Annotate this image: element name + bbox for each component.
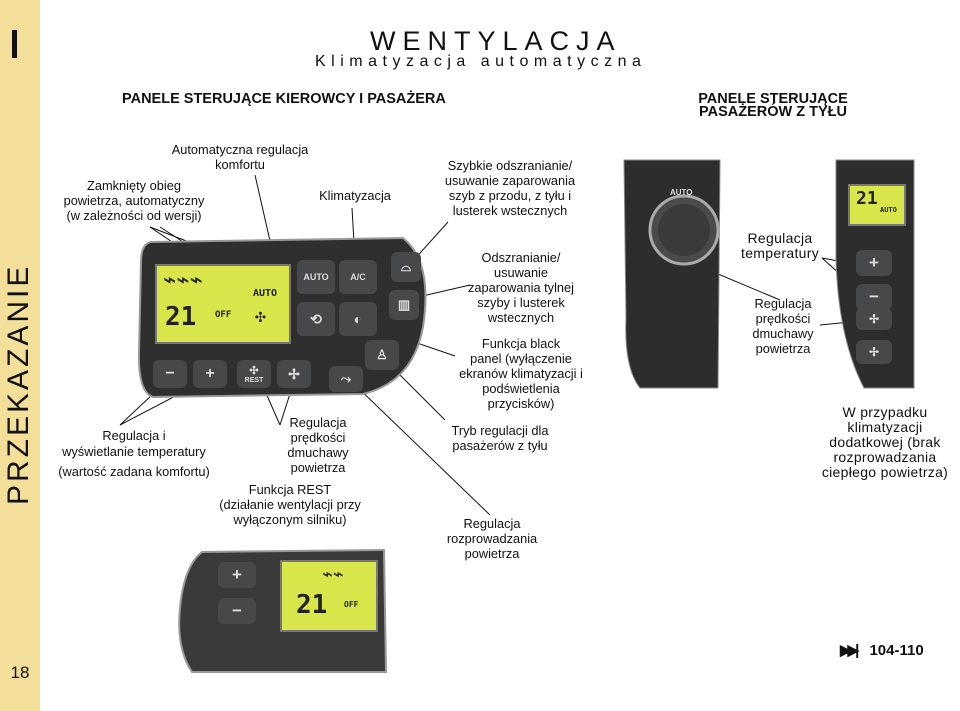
- rear-demist-button[interactable]: ▥: [389, 290, 419, 320]
- page-title: WENTYLACJA: [370, 26, 622, 56]
- rear-display-temperature: 21: [856, 188, 878, 209]
- fan-icon: ✣: [255, 306, 266, 327]
- rear-window-icon: ▥: [397, 297, 411, 312]
- page-subtitle: Klimatyzacja automatyczna: [315, 53, 647, 70]
- section-marker: [12, 30, 17, 58]
- temp-minus-button[interactable]: −: [153, 360, 187, 388]
- rear-temperature-knob[interactable]: [652, 216, 716, 280]
- black-panel-button[interactable]: ◐: [339, 302, 377, 336]
- front-lcd-display: ⌁⌁⌁ 21 OFF AUTO ✣: [155, 264, 291, 344]
- secondary-panel: + − ⌁⌁ 21 OFF: [172, 548, 390, 674]
- rear-fan-icon-2: ✢: [868, 345, 880, 359]
- secondary-minus-button[interactable]: −: [218, 598, 256, 624]
- label-rear-mode: Tryb regulacji dla pasażerów z tyłu: [451, 423, 549, 453]
- fan-speed-button[interactable]: ✢: [277, 360, 311, 388]
- label-quick-demist: Szybkie odszranianie/ usuwanie zaparowan…: [444, 158, 576, 218]
- recirculation-button[interactable]: ⟲: [297, 302, 335, 336]
- ac-button[interactable]: A/C: [339, 260, 377, 294]
- label-rear-temperature: Regulacja temperatury: [741, 230, 819, 261]
- rest-button[interactable]: ✣ REST: [237, 360, 271, 388]
- front-demist-button[interactable]: ⌓: [391, 252, 421, 282]
- label-ac: Klimatyzacja: [319, 188, 391, 203]
- reference-pages: 104-110: [869, 642, 924, 659]
- secondary-off-indicator: OFF: [344, 600, 359, 609]
- label-rear-demist: Odszranianie/ usuwanie zaparowania tylne…: [468, 250, 574, 325]
- front-control-panel: ⌁⌁⌁ 21 OFF AUTO ✣ AUTO A/C ⟲ ◐ ⌓ ▥ ♙ ⤳ −…: [133, 232, 433, 402]
- rear-fan-button-2[interactable]: ✢: [856, 340, 892, 364]
- rear-knob-panel-body: [623, 159, 721, 389]
- auto-button[interactable]: AUTO: [297, 260, 335, 294]
- rear-button-panel: 21 AUTO + − ✢ ✢: [834, 158, 916, 390]
- label-rear-fan: Regulacja prędkości dmuchawy powietrza: [752, 296, 814, 356]
- rear-minus-button[interactable]: −: [856, 284, 892, 310]
- rear-auto-label: AUTO: [670, 188, 693, 197]
- rest-label: REST: [244, 377, 264, 384]
- windshield-icon: ⌓: [400, 259, 412, 274]
- rear-fan-icon: ✢: [868, 312, 880, 326]
- recirculation-icon: ⟲: [310, 310, 322, 327]
- fan-small-icon: ✣: [249, 365, 259, 377]
- rear-mode-button[interactable]: ♙: [365, 340, 399, 370]
- display-temperature: 21: [165, 302, 197, 332]
- label-black-panel: Funkcja black panel (wyłączenie ekranów …: [459, 336, 583, 411]
- label-rear-note: W przypadku klimatyzacji dodatkowej (bra…: [821, 404, 949, 480]
- rear-fan-button[interactable]: ✢: [856, 308, 892, 330]
- skip-forward-icon: ▶▶|: [840, 642, 859, 659]
- temp-plus-button[interactable]: +: [193, 360, 227, 388]
- page-reference[interactable]: ▶▶| 104-110: [840, 641, 924, 659]
- label-temperature: Regulacja i wyświetlanie temperatury (wa…: [58, 428, 210, 479]
- label-distribution: Regulacja rozprowadzania powietrza: [446, 516, 538, 561]
- secondary-lcd-display: ⌁⌁ 21 OFF: [280, 560, 378, 632]
- secondary-display-temperature: 21: [296, 590, 328, 620]
- secondary-plus-button[interactable]: +: [218, 562, 256, 588]
- fan-speed-icon: ✢: [288, 365, 300, 382]
- page-number: 18: [10, 663, 30, 682]
- rear-lcd-display: 21 AUTO: [848, 184, 906, 226]
- label-recirculation: Zamknięty obieg powietrza, automatyczny …: [63, 178, 205, 223]
- label-rest: Funkcja REST (działanie wentylacji przy …: [219, 482, 361, 527]
- rear-passenger-icon: ♙: [376, 347, 388, 362]
- occupant-airflow-icon: ⌁⌁: [322, 564, 344, 585]
- rear-knob-panel: AUTO: [622, 158, 722, 390]
- rear-plus-button[interactable]: +: [856, 250, 892, 276]
- black-panel-icon: ◐: [353, 311, 363, 327]
- seat-airflow-icon: ⤳: [340, 371, 352, 386]
- sidebar-tab: [0, 0, 40, 711]
- airflow-icon: ⌁⌁⌁: [163, 268, 203, 293]
- rear-section-heading: PANELE STERUJĄCE PASAŻERÓW Z TYŁU: [698, 91, 848, 120]
- label-fan-speed: Regulacja prędkości dmuchawy powietrza: [287, 415, 349, 475]
- front-section-heading: PANELE STERUJĄCE KIEROWCY I PASAŻERA: [122, 91, 446, 107]
- distribution-button[interactable]: ⤳: [329, 366, 363, 392]
- auto-indicator: AUTO: [253, 288, 278, 299]
- off-indicator: OFF: [215, 310, 232, 320]
- rear-auto-indicator: AUTO: [880, 206, 897, 214]
- label-comfort: Automatyczna regulacja komfortu: [171, 142, 309, 172]
